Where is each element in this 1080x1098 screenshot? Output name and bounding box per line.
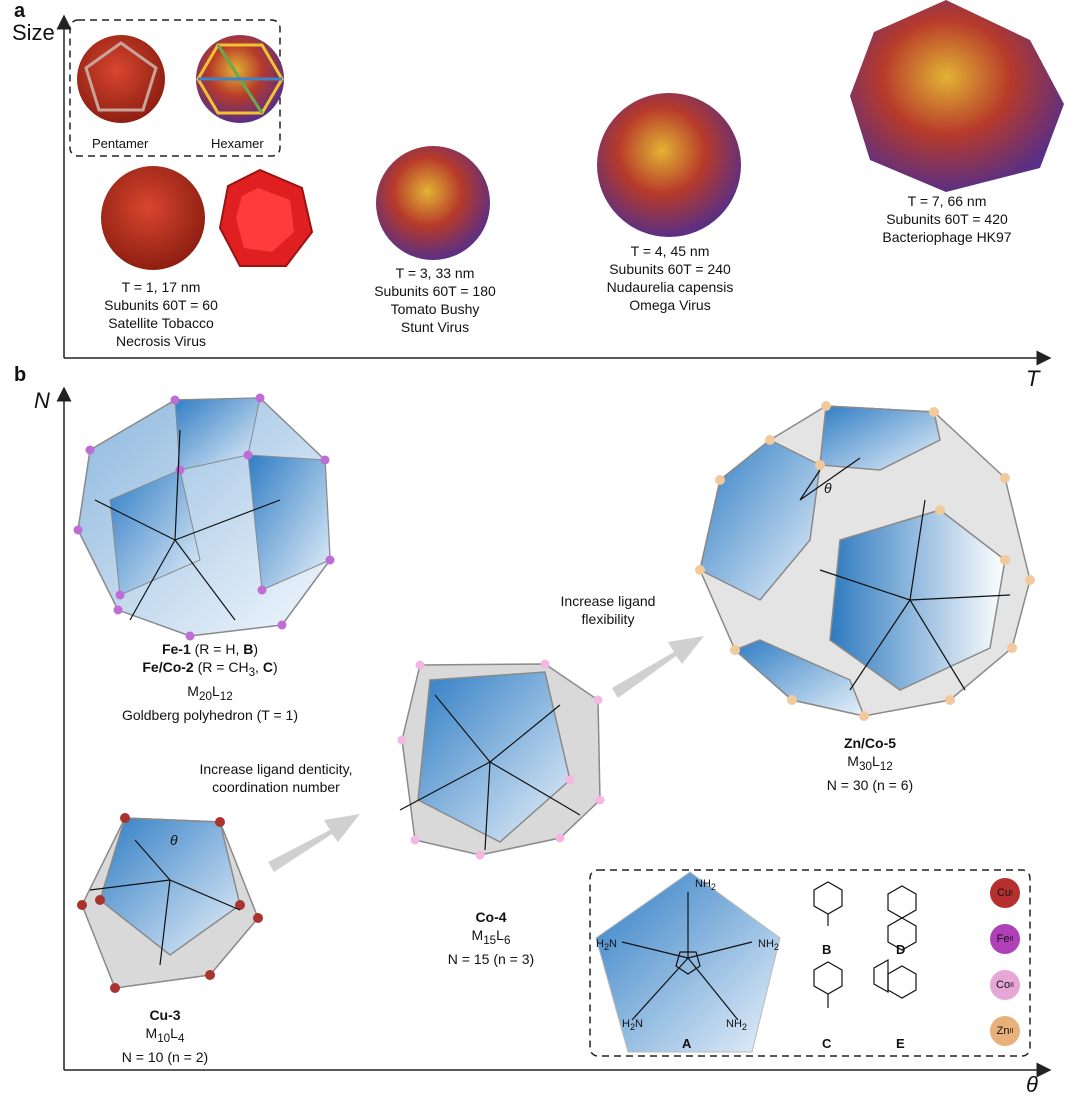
theta-angle-label: θ [824,480,832,496]
h2n-bottom: H2N [622,1018,643,1033]
size-axis-label: Size [12,20,55,45]
legend-box [589,869,1031,1057]
cu3-caption: Cu-3 M10L4 N = 10 (n = 2) [110,1006,220,1066]
n-axis-label: N [34,388,50,413]
t1-name2: Necrosis Virus [116,333,206,349]
t3-name1: Tomato Bushy [390,301,480,317]
ligand-a-label: A [682,1036,692,1051]
tbsv-virus-image [376,146,490,260]
co4-formula: M15L6 [471,927,511,947]
t1-name1: Satellite Tobacco [108,315,214,331]
fe1-name: Fe-1 [161,641,191,657]
feco2-close: ) [272,659,278,675]
zn5-name: Zn/Co-5 [843,735,897,751]
t3-caption: T = 3, 33 nm Subunits 60T = 180 Tomato B… [355,264,515,336]
co4-caption: Co-4 M15L6 N = 15 (n = 3) [436,908,546,968]
t7-line: T = 7, 66 nm [907,193,987,209]
feco2-sub: 3 [248,665,256,679]
cu3-polyhedron [77,813,263,993]
fe1-polyhedron [73,393,335,641]
arrow-denticity [268,814,360,872]
t4-subunits: Subunits 60T = 240 [609,261,731,277]
cu3-n: N = 10 (n = 2) [121,1048,209,1065]
panel-a-letter: a [14,0,26,22]
feco2-mid: , [255,659,263,675]
cu3-formula: M10L4 [145,1025,185,1045]
co4-polyhedron [397,659,605,860]
zn5-polyhedron [695,401,1035,721]
arrow-flexibility [612,636,704,698]
theta-axis-label: θ [1026,1072,1038,1097]
nh2-bottom: NH2 [726,1018,747,1033]
t1-caption: T = 1, 17 nm Subunits 60T = 60 Satellite… [76,278,246,350]
zn5-caption: Zn/Co-5 M30L12 N = 30 (n = 6) [810,734,930,794]
m20l12-formula: M20L12 [187,682,233,703]
feco2-ligand: C [262,659,273,675]
pentamer-image [77,35,165,123]
t3-name2: Stunt Virus [400,319,470,335]
t4-name1: Nudaurelia capensis [606,279,734,295]
fe1-close: ) [253,641,259,657]
dodecahedron-image [218,168,314,267]
hk97-image [850,0,1064,192]
co4-n: N = 15 (n = 3) [447,950,535,967]
ligand-b-label: B [822,942,832,957]
t4-line: T = 4, 45 nm [630,243,710,259]
hexamer-image [196,35,284,123]
panel-a-axes [56,14,1052,366]
ligand-d-label: D [896,942,906,957]
zn5-formula: M30L12 [847,753,893,773]
feco2-name: Fe/Co-2 [142,659,194,675]
hexamer-label: Hexamer [211,136,264,151]
ligand-a-structure [595,871,781,1053]
nh2-right: NH2 [758,938,779,953]
flexibility-text: Increase ligand flexibility [560,593,656,627]
aldehyde-structures [813,881,917,1008]
cu3-name: Cu-3 [149,1007,181,1023]
t7-name1: Bacteriophage HK97 [882,229,1012,245]
co4-name: Co-4 [475,909,507,925]
theta-angle-label-cu3: θ [170,832,178,848]
denticity-text: Increase ligand denticity, coordination … [199,761,353,795]
feco2-r: (R = CH [197,659,249,675]
ligand-c-label: C [822,1036,832,1051]
t7-subunits: Subunits 60T = 420 [886,211,1008,227]
ligand-e-label: E [896,1036,905,1051]
t4-caption: T = 4, 45 nm Subunits 60T = 240 Nudaurel… [590,242,750,314]
t3-line: T = 3, 33 nm [395,265,475,281]
t1-line: T = 1, 17 nm [121,279,201,295]
t7-caption: T = 7, 66 nm Subunits 60T = 420 Bacterio… [862,192,1032,246]
stnv-virus-image [101,166,205,270]
t-axis-label: T [1026,366,1040,391]
pentamer-label: Pentamer [92,136,149,151]
h2n-left: H2N [596,938,617,953]
t1-subunits: Subunits 60T = 60 [104,297,218,313]
panel-b-axes [56,386,1052,1078]
zn5-n: N = 30 (n = 6) [826,776,914,793]
nh2-top: NH2 [695,878,716,893]
t4-name2: Omega Virus [629,297,711,313]
fe1-ligand: B [243,641,254,657]
panel-b-letter: b [14,364,27,386]
fe1-r: (R = H, [194,641,244,657]
goldberg-label: Goldberg polyhedron (T = 1) [121,706,298,723]
omega-virus-image [597,93,741,237]
fe-caption: Fe-1 (R = H, B) Fe/Co-2 (R = CH3, C) M20… [100,640,320,724]
t3-subunits: Subunits 60T = 180 [374,283,496,299]
